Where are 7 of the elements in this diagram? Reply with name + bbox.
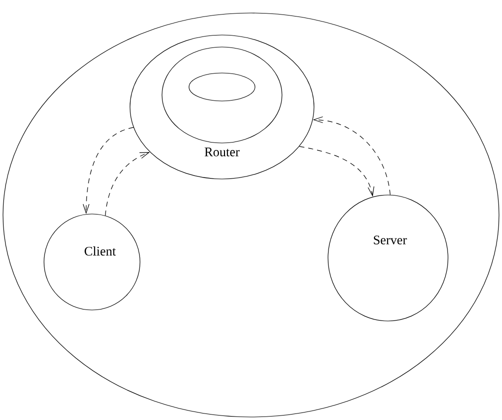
- dashed-arrow: [299, 146, 374, 197]
- outer-ellipse: [2, 12, 500, 418]
- ring-ellipse: [162, 46, 282, 144]
- dashed-arrow: [105, 152, 150, 216]
- dashed-arrow: [82, 127, 134, 214]
- dashed-arrow: [312, 116, 391, 196]
- inner-ellipse: [188, 72, 256, 102]
